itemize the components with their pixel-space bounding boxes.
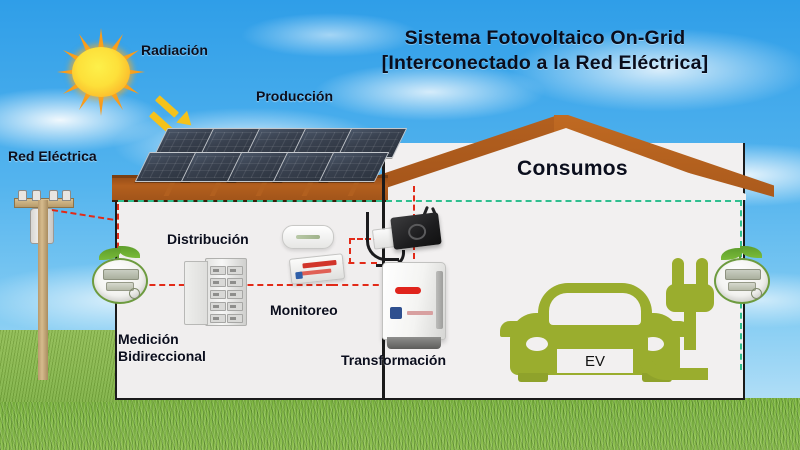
inverter-display bbox=[390, 307, 402, 319]
label-medicion-line1: Medición bbox=[118, 331, 179, 347]
meter-body bbox=[714, 258, 770, 304]
house-left-wall bbox=[115, 198, 385, 400]
title-line-2: [Interconectado a la Red Eléctrica] bbox=[381, 52, 709, 74]
title-line-1: Sistema Fotovoltaico On-Grid bbox=[404, 27, 686, 49]
meter-leaf bbox=[740, 246, 762, 258]
label-produccion: Producción bbox=[256, 88, 334, 104]
meter-leaf-stem bbox=[739, 252, 741, 261]
plug-pin-right bbox=[696, 258, 708, 288]
grass-foreground bbox=[0, 398, 800, 450]
wire-roof-to-combiner bbox=[413, 186, 415, 220]
breaker-panel-icon bbox=[184, 258, 247, 326]
solar-panel-array-icon bbox=[134, 128, 408, 196]
meter-leaf bbox=[118, 246, 140, 258]
plug-cord-curve bbox=[636, 338, 708, 380]
logger-stripe bbox=[299, 268, 332, 276]
wire-logger-branch-v bbox=[349, 238, 351, 264]
plug-head bbox=[666, 284, 714, 312]
pole-insulator bbox=[32, 190, 41, 201]
car-headlight-left bbox=[526, 337, 548, 351]
pole-insulator bbox=[18, 190, 27, 201]
wire-house-entry-drop bbox=[117, 204, 119, 268]
charging-plug-icon bbox=[636, 258, 730, 380]
plug-pin-left bbox=[672, 258, 684, 288]
monitoring-router-icon bbox=[282, 225, 334, 249]
label-monitoreo: Monitoreo bbox=[270, 302, 338, 318]
wire-logger-to-combiner bbox=[349, 238, 379, 240]
meter-subdisplay bbox=[728, 282, 756, 291]
car-windshield bbox=[549, 293, 641, 325]
pole-mast bbox=[38, 200, 48, 380]
meter-display bbox=[725, 269, 761, 280]
car-license-plate: EV bbox=[557, 349, 633, 373]
label-red-electrica: Red Eléctrica bbox=[8, 148, 97, 164]
page-title: Sistema Fotovoltaico On-Grid [Interconec… bbox=[330, 26, 760, 76]
meter-display bbox=[103, 269, 139, 280]
inverter-base bbox=[387, 337, 441, 349]
combiner-indicator bbox=[407, 222, 428, 241]
ceiling-line-right bbox=[386, 200, 741, 202]
label-radiacion: Radiación bbox=[141, 42, 208, 58]
meter-subdisplay bbox=[106, 282, 134, 291]
label-medicion-line2: Bidireccional bbox=[118, 348, 206, 364]
combiner-box-icon bbox=[390, 212, 442, 250]
logger-stripe bbox=[302, 259, 337, 269]
wire-combiner-to-inverter bbox=[413, 244, 415, 268]
label-distribucion: Distribución bbox=[167, 231, 249, 247]
breaker-panel-door bbox=[184, 261, 208, 325]
grass-left-patch bbox=[0, 330, 118, 402]
label-consumos: Consumos bbox=[517, 157, 628, 180]
inverter-heatsink bbox=[436, 271, 443, 329]
inverter-brand-logo bbox=[395, 287, 421, 294]
ceiling-line-left bbox=[118, 200, 382, 202]
pole-insulator bbox=[62, 190, 71, 201]
sun-icon bbox=[57, 28, 145, 116]
sun-core bbox=[72, 47, 130, 97]
meter-leaf-stem bbox=[117, 252, 119, 261]
logger-chip bbox=[295, 271, 303, 280]
label-transformacion: Transformación bbox=[341, 352, 447, 368]
car-wheel-left bbox=[518, 373, 548, 382]
meter-dial bbox=[129, 288, 140, 299]
inverter-icon bbox=[382, 262, 446, 349]
inverter-text-strip bbox=[407, 311, 433, 315]
wire-logger-branch-h bbox=[337, 262, 377, 264]
pole-insulator bbox=[49, 190, 58, 201]
meter-body bbox=[92, 258, 148, 304]
meter-dial bbox=[751, 288, 762, 299]
